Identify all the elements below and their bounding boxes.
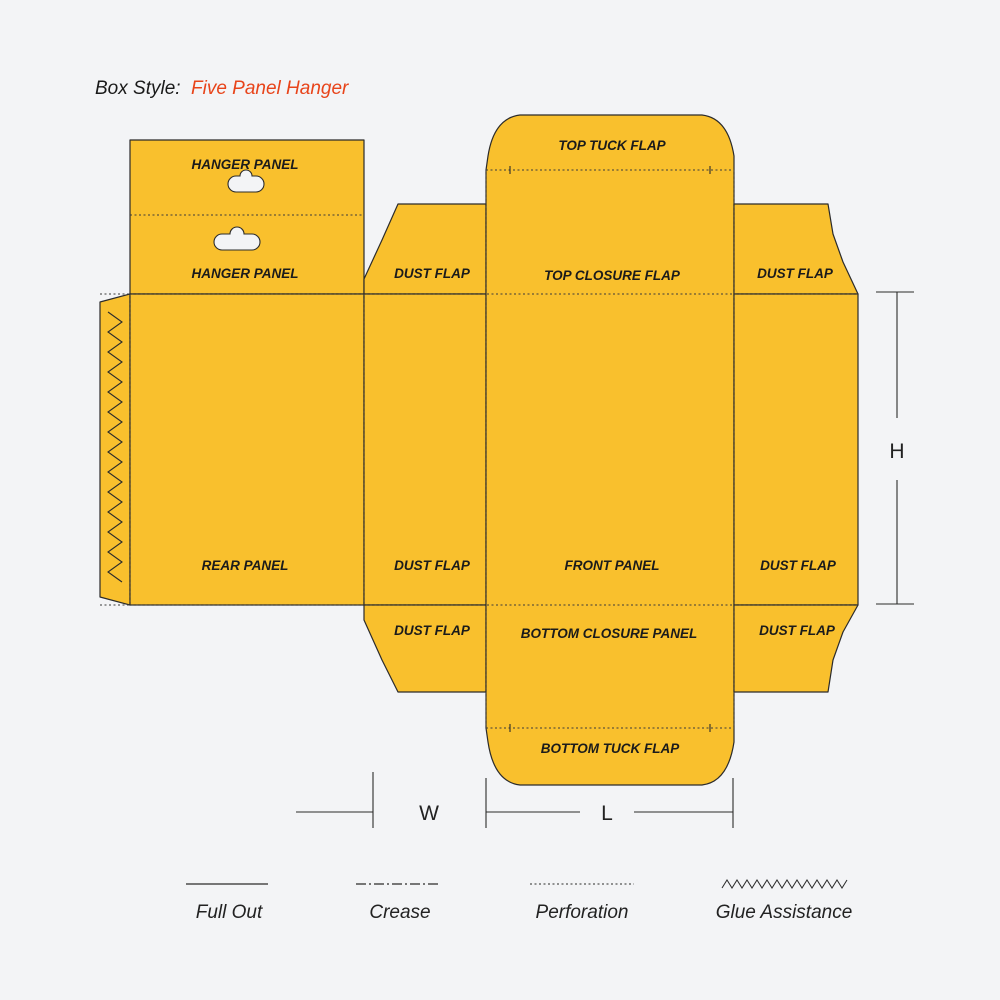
legend-crease-label: Crease	[369, 902, 430, 923]
label-top-tuck-flap: TOP TUCK FLAP	[558, 138, 666, 153]
dust-flap-left-bottom-shape	[363, 604, 487, 693]
width-dimension: W	[296, 772, 439, 828]
dust-flap-right-mid-shape	[733, 293, 859, 606]
legend-perforation: Perforation	[530, 883, 634, 923]
legend-full-out-label: Full Out	[196, 902, 263, 923]
rear-panel-shape	[129, 293, 365, 606]
dust-flap-right-bottom-shape	[733, 604, 859, 693]
label-dust-flap-right-bottom: DUST FLAP	[759, 623, 836, 638]
legend-glue-assistance: Glue Assistance	[716, 879, 853, 923]
title-prefix: Box Style:	[95, 78, 181, 99]
label-front-panel: FRONT PANEL	[565, 558, 660, 573]
hanger-panels-shape	[129, 139, 365, 295]
legend: Full Out Crease Perforation Glue Assista…	[186, 879, 853, 923]
legend-full-out: Full Out	[186, 883, 268, 923]
glue-flap-shape	[99, 293, 131, 606]
label-dust-flap-left-mid: DUST FLAP	[394, 558, 471, 573]
hanger-hole-top	[227, 169, 265, 193]
legend-perforation-label: Perforation	[536, 902, 629, 923]
height-dimension: H	[876, 291, 914, 605]
length-dimension: L	[485, 778, 734, 828]
label-top-closure-flap: TOP CLOSURE FLAP	[544, 268, 681, 283]
height-label: H	[889, 440, 904, 463]
hanger-hole-bottom	[213, 226, 261, 251]
glue-zigzag	[107, 311, 123, 583]
box-style-title: Box Style: Five Panel Hanger	[95, 78, 349, 99]
label-rear-panel: REAR PANEL	[202, 558, 289, 573]
title-style-name: Five Panel Hanger	[191, 78, 349, 99]
label-dust-flap-left-bottom: DUST FLAP	[394, 623, 471, 638]
glue-assistance-zigzag-icon	[721, 879, 848, 889]
length-label: L	[601, 802, 613, 825]
label-bottom-closure-panel: BOTTOM CLOSURE PANEL	[521, 626, 698, 641]
label-hanger-panel-bottom: HANGER PANEL	[191, 266, 298, 281]
center-column-shape	[485, 114, 735, 786]
legend-crease: Crease	[356, 883, 440, 923]
label-dust-flap-right-mid: DUST FLAP	[760, 558, 837, 573]
label-dust-flap-left-top: DUST FLAP	[394, 266, 471, 281]
legend-glue-assistance-label: Glue Assistance	[716, 902, 853, 923]
label-hanger-panel-top: HANGER PANEL	[191, 157, 298, 172]
label-bottom-tuck-flap: BOTTOM TUCK FLAP	[541, 741, 680, 756]
width-label: W	[419, 802, 439, 825]
label-dust-flap-right-top: DUST FLAP	[757, 266, 834, 281]
dust-flap-left-mid-shape	[363, 293, 487, 606]
